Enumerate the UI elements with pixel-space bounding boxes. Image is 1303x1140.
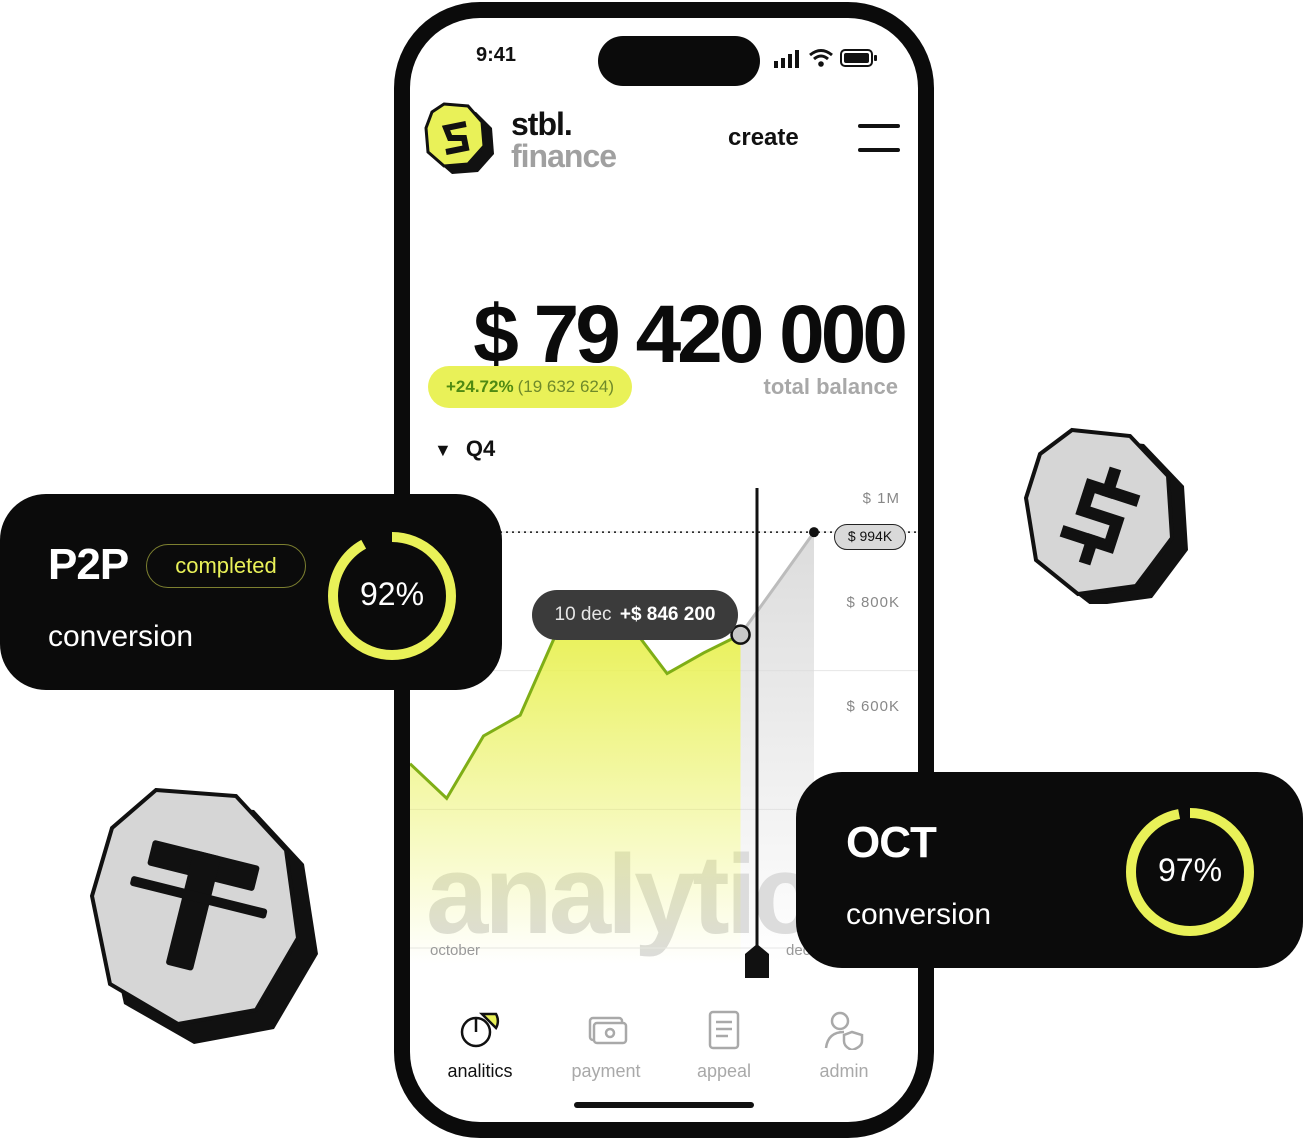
p2p-subtitle: conversion [48,620,194,653]
change-percent: +24.72% [446,377,514,396]
oct-conversion-card [796,772,1303,968]
document-icon [708,1010,740,1050]
change-absolute: (19 632 624) [517,377,614,396]
pie-chart-icon [460,1012,500,1048]
dollar-coin-icon [1023,427,1188,604]
total-balance-label: total balance [763,374,898,399]
home-indicator[interactable] [574,1102,754,1108]
brand-name: stbl. [511,106,573,142]
y-label-800k: $ 800K [846,594,900,611]
period-selector[interactable]: ▼ Q4 [434,436,495,462]
nav-label: admin [819,1061,869,1081]
menu-icon[interactable] [858,124,900,154]
area-fill-past [410,625,741,964]
create-button[interactable]: create [728,124,799,151]
oct-title: OCT [846,818,937,867]
total-balance-amount: $ 79 420 000 [473,289,908,380]
period-label: Q4 [465,436,496,461]
balance-change-badge: +24.72% (19 632 624) [428,366,632,408]
p2p-conversion-card [0,494,502,690]
cursor-point[interactable] [730,624,751,645]
dynamic-island [598,36,760,86]
wallet-icon [588,1016,628,1045]
caret-down-icon: ▼ [434,440,452,460]
battery-icon [840,49,877,67]
nav-admin[interactable]: admin [794,1010,894,1082]
brand-logo-icon [424,102,494,174]
nav-label: payment [571,1061,641,1081]
nav-analitics[interactable]: analitics [430,1010,530,1082]
x-label-october: october [430,942,481,959]
oct-percent: 97% [1157,852,1223,888]
tooltip-date: 10 dec [554,604,612,625]
status-time: 9:41 [476,44,517,66]
oct-progress-ring [1126,808,1254,936]
series-line-future [739,531,816,636]
end-value-label: $ 994K [834,524,906,550]
user-shield-icon [824,1011,864,1052]
nav-label: appeal [696,1061,752,1081]
area-fill-future [740,532,814,964]
signal-icon [774,50,799,68]
oct-subtitle: conversion [846,898,992,931]
wifi-icon [809,49,833,67]
tooltip-value: +$ 846 200 [619,604,716,625]
nav-label: analitics [447,1061,513,1081]
y-label-1m: $ 1M [862,490,900,507]
chart-tooltip: 10 dec +$ 846 200 [532,590,738,640]
nav-payment[interactable]: payment [556,1010,656,1082]
nav-appeal[interactable]: appeal [674,1010,774,1082]
p2p-title: P2P [48,540,129,589]
tether-coin-icon [89,787,318,1044]
balance-chart [410,488,918,978]
cursor-handle[interactable] [745,944,769,978]
completed-badge: completed [146,544,306,588]
end-point [809,527,819,538]
y-label-600k: $ 600K [846,698,900,715]
p2p-progress-ring [328,532,456,660]
p2p-percent: 92% [359,576,425,612]
brand-subname: finance [511,138,617,174]
